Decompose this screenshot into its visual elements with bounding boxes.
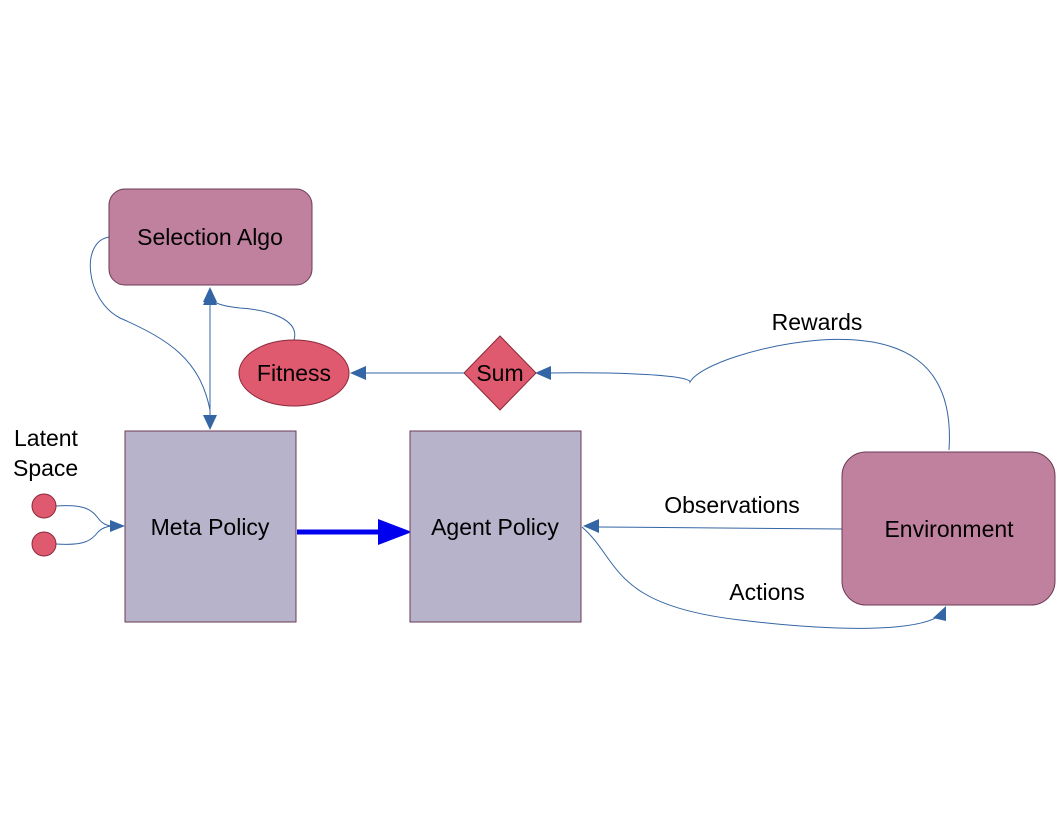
node-fitness: Fitness <box>238 339 350 407</box>
actions-label: Actions <box>729 579 804 605</box>
arrowhead-down-meta <box>203 415 217 430</box>
edge-rewards <box>547 338 950 451</box>
connectors <box>55 236 950 629</box>
node-agent-policy: Agent Policy <box>409 430 582 623</box>
rewards-label: Rewards <box>772 309 863 335</box>
edge-latent-2 <box>55 525 113 545</box>
node-meta-policy: Meta Policy <box>124 430 297 623</box>
arrowhead-sum <box>535 366 551 380</box>
environment-label: Environment <box>884 516 1014 542</box>
edge-fitness-to-selection <box>211 299 296 341</box>
arrowhead-fitness <box>350 366 366 380</box>
node-environment: Environment <box>841 451 1056 606</box>
observations-label: Observations <box>664 492 800 518</box>
agent-policy-label: Agent Policy <box>431 514 559 540</box>
edge-observations <box>597 526 843 530</box>
arrowhead-agent <box>583 519 599 533</box>
meta-to-agent-arrow <box>297 519 412 545</box>
fitness-label: Fitness <box>257 360 331 386</box>
sum-label: Sum <box>476 360 523 386</box>
latent-dot-2 <box>31 531 57 557</box>
latent-space-label-line1: Latent <box>14 425 79 451</box>
meta-policy-label: Meta Policy <box>151 514 270 540</box>
edge-actions <box>581 526 943 629</box>
node-sum: Sum <box>463 335 537 411</box>
latent-space-label-line2: Space <box>13 455 78 481</box>
arrowhead-environment <box>933 606 946 621</box>
node-selection-algo: Selection Algo <box>108 188 313 286</box>
edge-latent-1 <box>55 505 113 527</box>
selection-algo-label: Selection Algo <box>137 224 283 250</box>
latent-space: Latent Space <box>13 425 79 557</box>
edge-selection-to-meta-curve <box>89 236 211 411</box>
arrowhead-up-selection <box>203 287 217 302</box>
latent-dot-1 <box>31 493 57 519</box>
arrowhead-latent <box>110 520 125 532</box>
